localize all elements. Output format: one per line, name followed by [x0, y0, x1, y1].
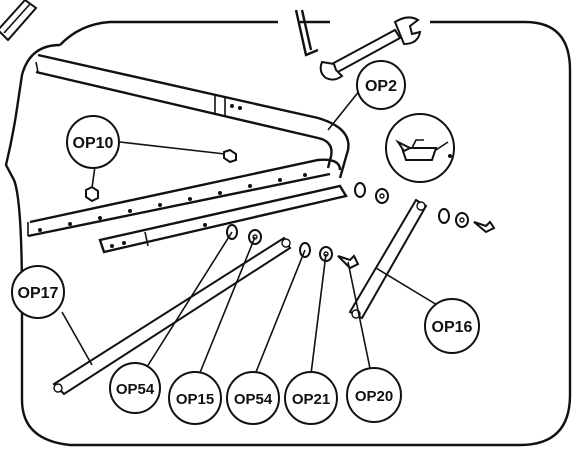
callout-op17: OP17	[11, 265, 65, 319]
bolt-op16	[473, 220, 496, 234]
callout-op10: OP10	[66, 115, 120, 169]
strap-op17	[52, 236, 292, 396]
callout-op21-label: OP21	[292, 391, 330, 408]
leader-lines	[61, 89, 453, 383]
wrench-icon	[319, 16, 422, 81]
callout-op10-label: OP10	[73, 135, 114, 152]
nut-op10-a	[223, 148, 237, 164]
washer-corner-2	[375, 188, 389, 204]
washer-op16-2	[455, 212, 469, 228]
callout-op16-label: OP16	[432, 319, 473, 336]
callout-op54-right-label: OP54	[234, 391, 273, 408]
callout-op16: OP16	[424, 298, 480, 354]
callout-op2-label: OP2	[365, 78, 397, 95]
oil-can-icon	[385, 113, 455, 183]
pencil-icon	[0, 0, 38, 42]
nut-op10-b	[85, 185, 99, 203]
callout-op21: OP21	[284, 371, 338, 425]
strap-op16	[348, 198, 428, 320]
callout-op20: OP20	[346, 367, 402, 423]
frame-tube	[27, 53, 350, 238]
callout-op17-label: OP17	[18, 285, 59, 302]
callout-op54-left: OP54	[109, 362, 161, 414]
callout-op15-label: OP15	[176, 391, 214, 408]
washer-op16-1	[438, 208, 450, 224]
callout-op54-right: OP54	[226, 371, 280, 425]
lower-bracket	[98, 184, 348, 254]
washer-corner-1	[354, 182, 366, 198]
callout-op2: OP2	[356, 60, 406, 110]
callout-op20-label: OP20	[355, 388, 393, 405]
allen-key-icon	[294, 9, 319, 57]
callout-op54-left-label: OP54	[116, 381, 155, 398]
callout-op15: OP15	[168, 371, 222, 425]
